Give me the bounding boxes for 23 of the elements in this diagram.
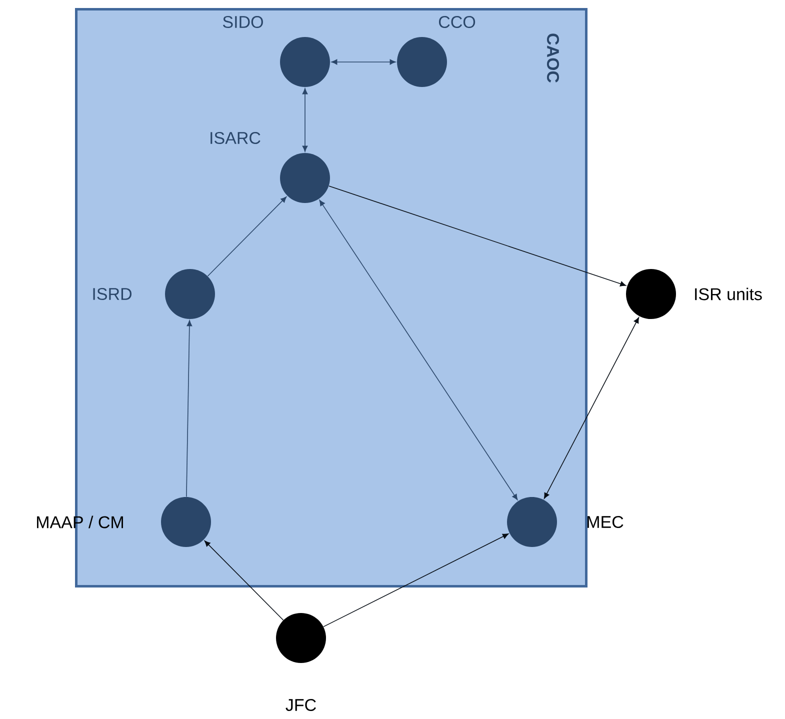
node-label: CCO [438, 16, 476, 28]
circle-node: JFC [276, 613, 326, 712]
arrow [186, 320, 192, 498]
circle-node: ISRD [93, 269, 215, 319]
circle-node: CCO [397, 16, 476, 87]
arrow [331, 59, 396, 65]
circle-node: SIDO [223, 16, 330, 87]
circle-node: ISR units [626, 269, 762, 319]
node-label: JFC [286, 698, 316, 712]
circle-node: MEC [507, 497, 624, 547]
node-label: MEC [588, 516, 624, 528]
node-label: ISR units [695, 288, 762, 300]
node-label: ISARC [210, 132, 260, 144]
arrow [207, 196, 287, 276]
arrow [328, 186, 626, 286]
arrow [323, 534, 509, 628]
arrow [204, 540, 284, 620]
circle-node: ISARC [210, 132, 330, 203]
node-label: ISRD [93, 288, 132, 300]
node-label: SIDO [222, 16, 263, 28]
arrow [302, 88, 308, 152]
arrow [544, 317, 640, 499]
arrow [319, 200, 518, 500]
